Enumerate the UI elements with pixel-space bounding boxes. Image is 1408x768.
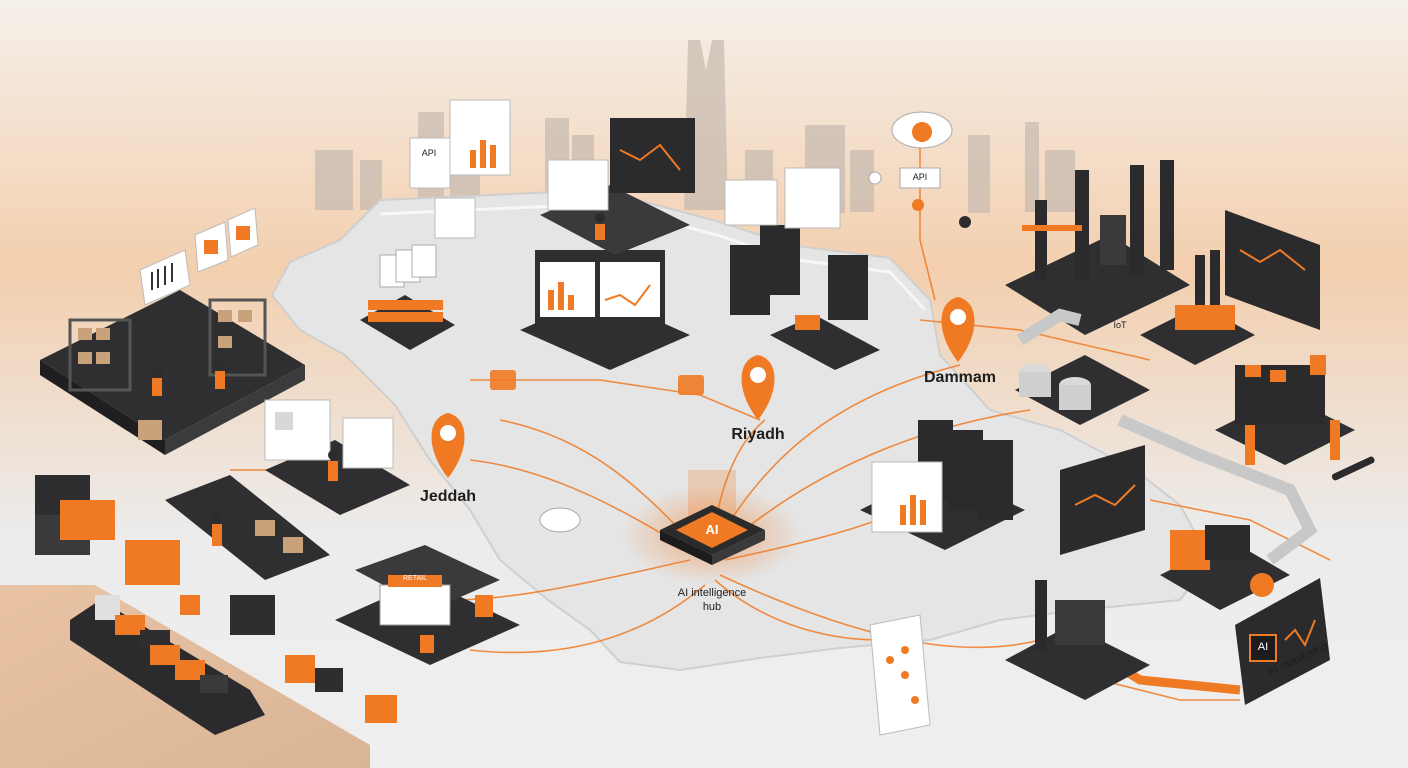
wrench-icon (1331, 456, 1375, 481)
api-label-top: API (421, 148, 437, 158)
pin-jeddah (431, 413, 465, 478)
documents-platform (360, 244, 455, 350)
monitor-badge: AI (1257, 641, 1269, 653)
ai-chip-text: AI (705, 522, 719, 537)
shopping-bag-tags (194, 207, 259, 273)
pin-riyadh (741, 355, 775, 420)
floating-dashboards (409, 99, 695, 239)
city-label-dammam: Dammam (923, 369, 997, 386)
shipping-containers (35, 475, 397, 723)
hub-label-line1: AI intelligence (677, 587, 747, 599)
city-label-riyadh: Riyadh (731, 426, 785, 443)
warehouse-platform (40, 290, 305, 455)
plant-platform (1005, 580, 1150, 700)
truck-platform (1160, 525, 1290, 610)
shop-sign: RETAIL (403, 575, 427, 582)
barcode-tag (139, 249, 191, 306)
industry-dashboard (1225, 210, 1320, 330)
hub-label-line2: hub (702, 601, 722, 613)
analytics-screen (1060, 445, 1145, 555)
server-platform (724, 167, 880, 370)
conveyor-belt (165, 475, 330, 580)
datacenter-platform (860, 420, 1025, 550)
ai-chip (660, 505, 765, 565)
machinery-platform (1215, 355, 1355, 465)
flowchart-document (869, 614, 931, 736)
cloud-api (868, 111, 971, 228)
iot-label: IoT (1113, 320, 1127, 330)
city-label-jeddah: Jeddah (419, 488, 476, 505)
factory-platform (1140, 250, 1255, 365)
connector-icons (490, 370, 704, 533)
api-label-cloud: API (912, 172, 928, 182)
cargo-ship (70, 595, 265, 735)
tank-platform (1015, 355, 1150, 425)
pin-dammam (941, 297, 975, 362)
refinery-platform (1005, 160, 1190, 335)
kiosk-platform (264, 399, 410, 515)
ai-monitoring-screen (1235, 578, 1330, 705)
retail-store (335, 545, 520, 665)
